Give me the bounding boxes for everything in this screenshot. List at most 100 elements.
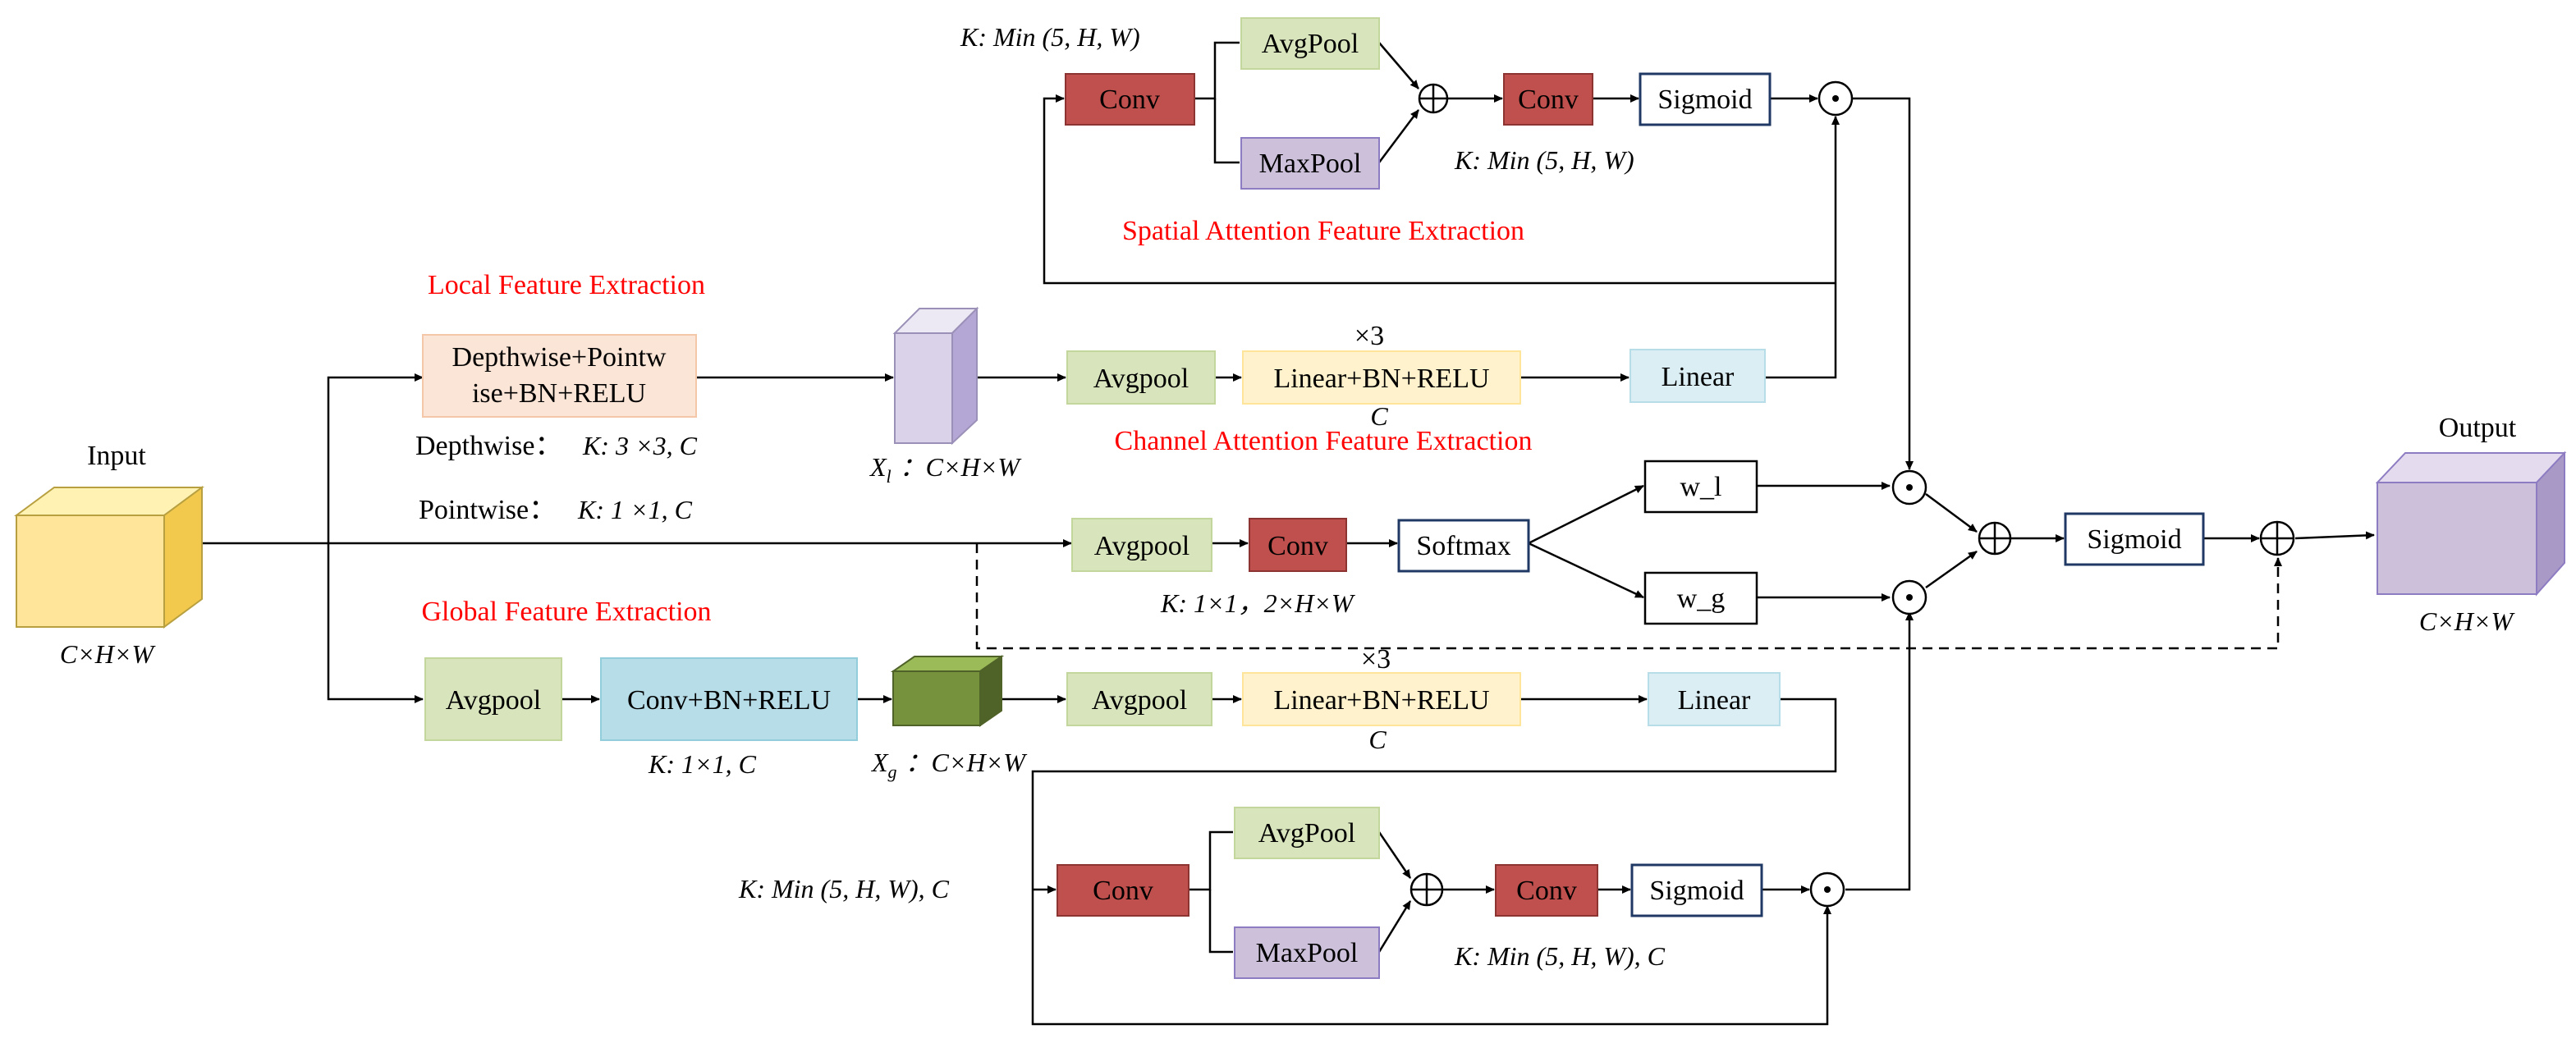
spatial-bottom-conv1-label: Conv xyxy=(1093,876,1153,906)
global-convbn-label: Conv+BN+RELU xyxy=(627,685,831,716)
spatial-bottom-avgpool-label: AvgPool xyxy=(1258,818,1355,849)
input-label: Input xyxy=(87,441,146,471)
pointwise-prefix: Pointwise： xyxy=(419,495,557,525)
middle-k-label: K: 1×1，2×H×W xyxy=(1160,588,1356,618)
channel-bottom-linearbn-label: Linear+BN+RELU xyxy=(1273,685,1489,716)
channel-top-linear-label: Linear xyxy=(1662,362,1735,392)
input-to-local-arrow xyxy=(327,373,424,543)
middle-wl xyxy=(1643,460,1758,514)
top-mult-to-wl-mult-arrow xyxy=(1852,97,1914,470)
input-dims: C×H×W xyxy=(60,639,157,669)
maxpool-to-plus-arrow xyxy=(1378,109,1419,163)
depthwise-kernel: K: 3 ×3, C xyxy=(582,431,698,460)
avgpool-to-plus-arrow xyxy=(1378,42,1419,89)
spatial-bottom-maxpool-label: MaxPool xyxy=(1256,938,1359,968)
channel-top-linearbn-label: Linear+BN+RELU xyxy=(1273,364,1489,394)
spatial-top-conv2-label: Conv xyxy=(1518,85,1579,115)
spatial-top-sigmoid-label: Sigmoid xyxy=(1657,85,1752,115)
final-plus-op xyxy=(2259,520,2295,556)
spatial-top-conv1 xyxy=(1065,73,1195,126)
spatial-top-avgpool-label: AvgPool xyxy=(1262,29,1359,59)
spatial-bottom-conv2-label: Conv xyxy=(1516,876,1577,906)
channel-bottom-linearbn xyxy=(1242,672,1521,726)
channel-bottom-avgpool xyxy=(1066,672,1212,726)
connectors xyxy=(202,41,2375,1026)
conv-to-avgpool-line xyxy=(1194,41,1240,100)
middle-avgpool-label: Avgpool xyxy=(1094,531,1189,561)
spatial-top-input-arrow xyxy=(1043,94,1836,285)
global-avgpool-label: Avgpool xyxy=(446,685,541,716)
output-dims: C×H×W xyxy=(2419,606,2516,636)
local-title: Local Feature Extraction xyxy=(428,270,705,300)
middle-conv xyxy=(1249,518,1347,572)
channel-top-avgpool-label: Avgpool xyxy=(1093,364,1189,394)
spatial-top-mult-op xyxy=(1817,80,1854,117)
middle-wl-mult-op xyxy=(1891,469,1927,505)
local-depthwise-box xyxy=(422,334,697,418)
middle-plus-op xyxy=(1978,521,2012,556)
spatial-bottom-mult-op xyxy=(1809,871,1845,908)
spatial-bottom-avgpool xyxy=(1234,807,1380,859)
middle-softmax-label: Softmax xyxy=(1416,531,1510,561)
input-to-global-arrow xyxy=(327,543,424,703)
channel-bottom-c: C xyxy=(1368,725,1387,754)
spatial-top-k-left: K: Min (5, H, W) xyxy=(960,22,1140,52)
middle-avgpool xyxy=(1071,518,1212,572)
spatial-top-sigmoid xyxy=(1639,72,1772,126)
spatial-bottom-conv2 xyxy=(1495,864,1598,917)
global-convbn xyxy=(600,657,858,741)
spatial-bottom-sigmoid-label: Sigmoid xyxy=(1649,876,1744,906)
channel-bottom-linear-label: Linear xyxy=(1678,685,1751,716)
middle-wg-mult-op xyxy=(1891,579,1927,615)
channel-top-linear xyxy=(1629,349,1766,403)
spatial-bottom-sigmoid xyxy=(1630,863,1763,917)
spatial-top-conv2 xyxy=(1503,73,1593,126)
middle-wg-label: w_g xyxy=(1677,583,1726,614)
spatial-bottom-plus-op xyxy=(1409,872,1444,907)
softmax-to-wg-arrow xyxy=(1528,542,1644,599)
b-maxpool-to-plus-arrow xyxy=(1377,900,1412,953)
middle-conv-label: Conv xyxy=(1267,531,1328,561)
softmax-to-wl-arrow xyxy=(1528,484,1644,545)
pointwise-kernel: K: 1 ×1, C xyxy=(577,495,693,524)
middle-wl-label: w_l xyxy=(1680,472,1722,502)
residual-dashed-arrow xyxy=(975,543,2282,650)
middle-softmax xyxy=(1397,519,1530,573)
spatial-top-plus-op xyxy=(1418,83,1449,114)
channel-bottom-avgpool-label: Avgpool xyxy=(1092,685,1187,716)
wl-mult-to-plus-arrow xyxy=(1925,492,1978,533)
middle-sigmoid xyxy=(2064,512,2205,566)
b-conv-to-avgpool-line xyxy=(1189,830,1233,891)
b-avgpool-to-plus-arrow xyxy=(1377,831,1412,879)
channel-top-linearbn xyxy=(1242,350,1521,405)
global-avgpool xyxy=(424,657,562,741)
depthwise-prefix: Depthwise： xyxy=(415,431,562,461)
channel-bottom-linear xyxy=(1648,672,1781,726)
local-box-line2: ise+BN+RELU xyxy=(472,378,646,409)
channel-top-avgpool xyxy=(1066,350,1216,405)
global-conv-kernel: K: 1×1, C xyxy=(648,749,757,779)
local-box-line1: Depthwise+Pointw xyxy=(452,342,667,373)
xl-cube xyxy=(892,306,979,446)
input-cube xyxy=(13,486,205,629)
spatial-top-title: Spatial Attention Feature Extraction xyxy=(1122,216,1524,246)
spatial-bottom-maxpool xyxy=(1234,926,1380,979)
wg-mult-to-plus-arrow xyxy=(1925,550,1978,589)
spatial-bottom-conv1 xyxy=(1057,864,1189,917)
output-label: Output xyxy=(2439,413,2517,443)
xl-label: Xl：C×H×W xyxy=(869,452,1022,487)
channel-top-times3: ×3 xyxy=(1354,321,1384,351)
spatial-top-k-right: K: Min (5, H, W) xyxy=(1454,145,1634,175)
spatial-top-conv1-label: Conv xyxy=(1099,85,1160,115)
xg-cube xyxy=(890,655,1005,727)
spatial-bottom-k-left: K: Min (5, H, W), C xyxy=(738,874,950,903)
xg-label: Xg：C×H×W xyxy=(870,748,1028,782)
middle-wg xyxy=(1643,571,1758,625)
final-plus-to-output-arrow xyxy=(2294,531,2375,540)
channel-bottom-times3: ×3 xyxy=(1361,644,1391,675)
channel-top-c: C xyxy=(1370,401,1388,431)
channel-top-title: Channel Attention Feature Extraction xyxy=(1115,426,1533,456)
spatial-top-maxpool-label: MaxPool xyxy=(1259,149,1362,179)
